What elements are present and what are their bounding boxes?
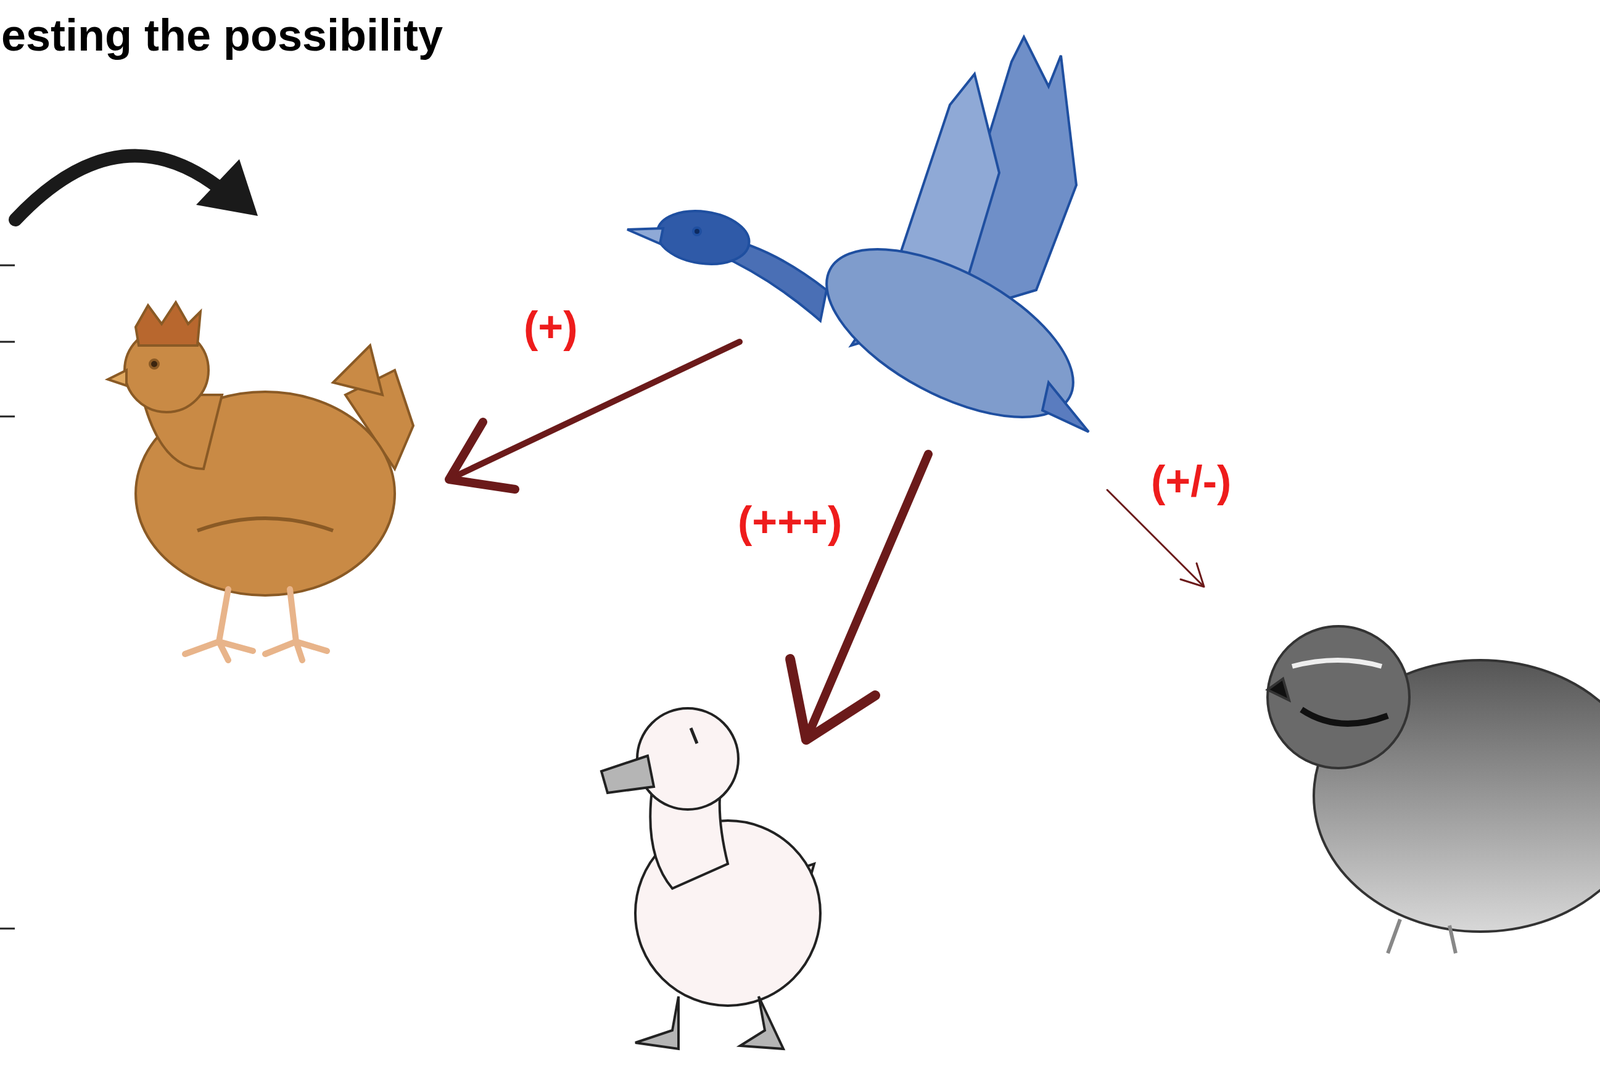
quail [1267, 626, 1600, 953]
effect-label: (+) [521, 303, 581, 351]
slide-title: esting the possibility [1, 11, 443, 60]
chicken [107, 302, 414, 660]
white-duck [601, 708, 821, 1049]
infection-arrows [449, 341, 1205, 740]
mallard [627, 37, 1099, 452]
effect-label: (+/-) [1148, 457, 1234, 506]
curved-arrow [15, 155, 258, 220]
effect-label: (+++) [735, 498, 845, 546]
tick-marks [0, 265, 15, 929]
